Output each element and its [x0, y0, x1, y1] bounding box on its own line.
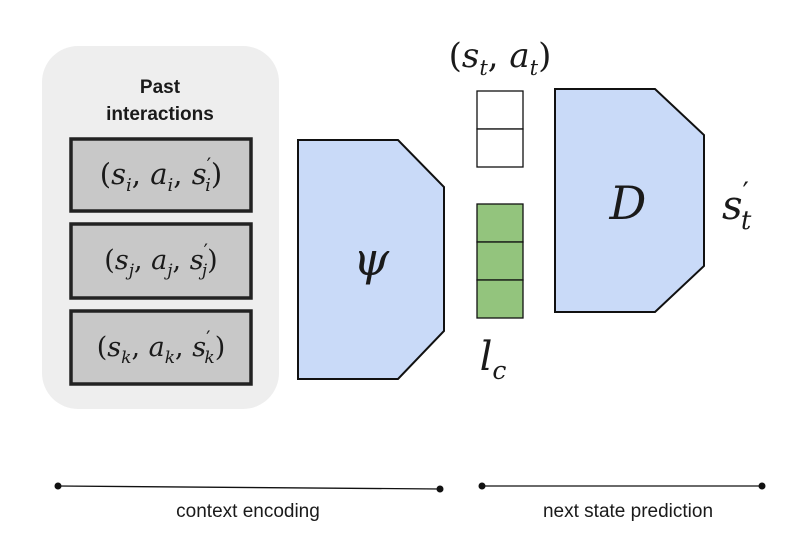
tuple-label-i: (si, ai, s′i): [100, 153, 222, 196]
output-group: s′t: [722, 176, 752, 236]
context-encoding-caption: context encoding: [176, 501, 320, 522]
latent-group: lc: [476, 203, 524, 385]
action-cell: [476, 128, 524, 168]
decoder-shape: [554, 88, 705, 313]
context-encoding-start-dot: [54, 482, 62, 490]
past-interactions-panel: Past interactions (si, ai, s′i) (sj, aj,…: [42, 46, 279, 409]
latent-cell-2: [476, 241, 524, 281]
encoder-shape: [297, 139, 445, 380]
state-cell: [476, 90, 524, 130]
encoder-label: ψ: [353, 232, 390, 286]
next-state-end-dot: [758, 482, 766, 490]
output-label: s′t: [722, 176, 752, 236]
tuple-label-j: (sj, aj, s′j): [104, 240, 217, 281]
encoder-block: ψ: [297, 139, 445, 380]
decoder-block: D: [554, 88, 705, 313]
state-action-group: (st, at): [449, 36, 552, 168]
context-encoding-line: [57, 485, 441, 490]
next-state-start-dot: [478, 482, 486, 490]
latent-cell-1: [476, 203, 524, 243]
tuple-box-i: [69, 137, 253, 213]
panel-title-line2: interactions: [106, 104, 214, 125]
latent-label: lc: [480, 334, 507, 385]
state-action-label: (st, at): [449, 36, 552, 80]
panel-title-line1: Past: [140, 77, 181, 98]
tuple-label-k: (sk, ak, s′k): [97, 327, 226, 368]
next-state-span: next state prediction: [478, 482, 766, 522]
next-state-caption: next state prediction: [543, 501, 713, 522]
context-encoding-span: context encoding: [54, 482, 444, 522]
latent-cell-3: [476, 279, 524, 319]
tuple-box-k: [69, 309, 253, 386]
context-encoding-end-dot: [436, 485, 444, 493]
tuple-box-j: [69, 222, 253, 300]
decoder-label: D: [609, 176, 647, 230]
